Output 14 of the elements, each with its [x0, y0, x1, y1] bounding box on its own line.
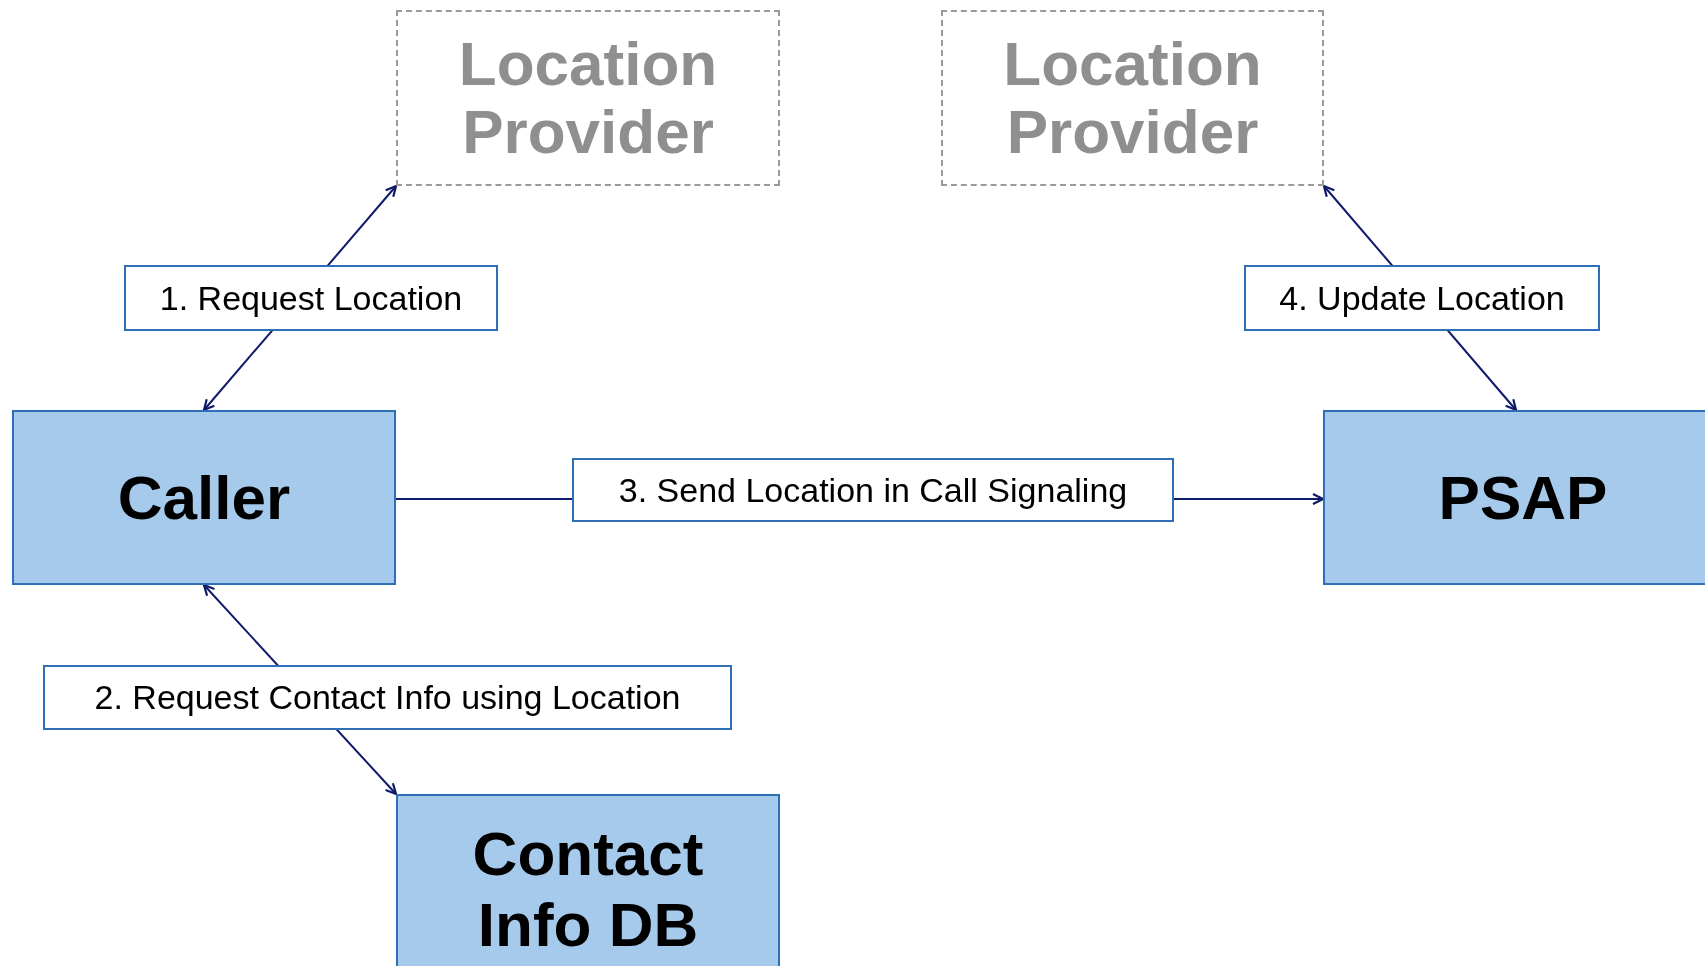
process-box [12, 410, 396, 585]
dashed-box [941, 10, 1324, 186]
edge-label: 3. Send Location in Call Signaling [572, 458, 1174, 522]
process-box [396, 794, 780, 966]
node-label: PSAP [1437, 461, 1609, 534]
node-label: Location Provider [457, 29, 719, 167]
node-label: Caller [116, 461, 292, 534]
dashed-box [396, 10, 780, 186]
edge-label: 2. Request Contact Info using Location [43, 665, 732, 730]
node-label: Contact Info DB [471, 817, 705, 961]
edge-label: 4. Update Location [1244, 265, 1600, 331]
edge-label: 1. Request Location [124, 265, 498, 331]
process-box [1323, 410, 1705, 585]
node-label: Location Provider [1002, 29, 1263, 167]
